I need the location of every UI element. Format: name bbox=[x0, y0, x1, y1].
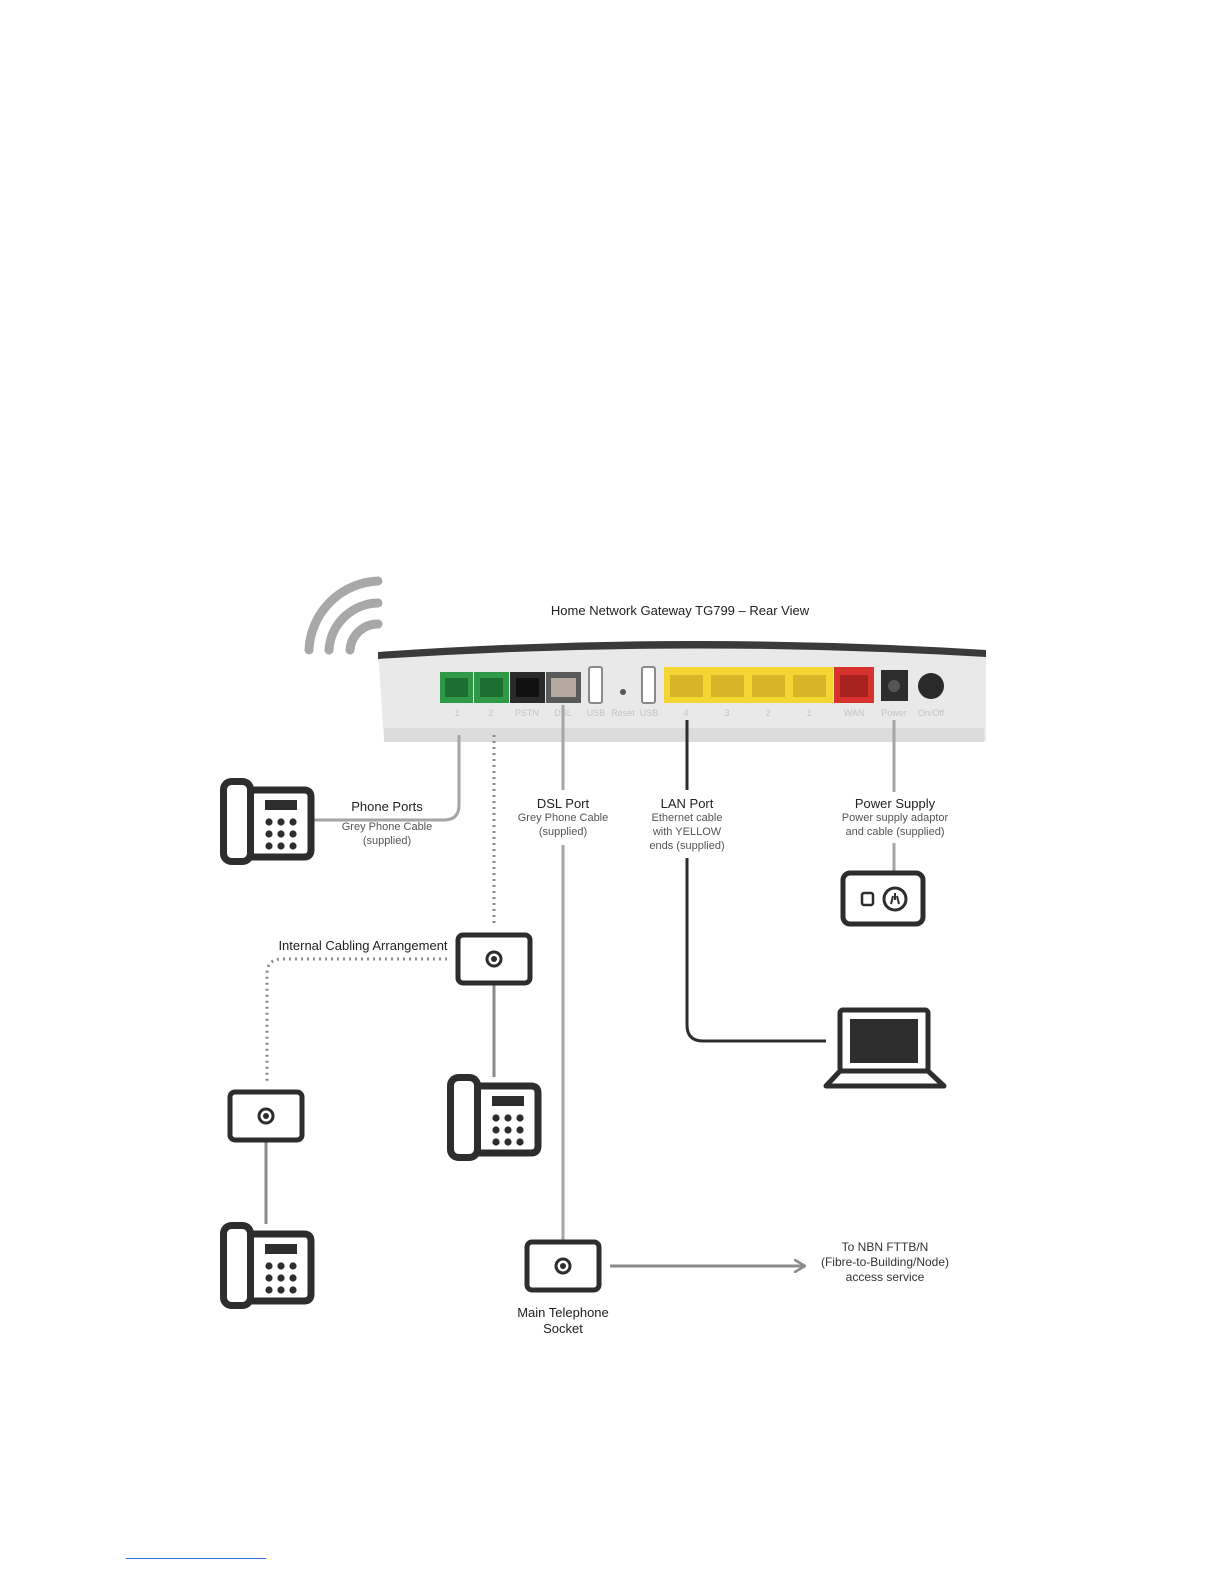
nbn-line: To NBN FTTB/N bbox=[841, 1240, 929, 1254]
phone-ports-sub: (supplied) bbox=[362, 835, 412, 847]
internal-cabling-label: Internal Cabling Arrangement bbox=[278, 938, 448, 953]
port-label: 4 bbox=[683, 708, 688, 718]
nbn-line: (Fibre-to-Building/Node) bbox=[820, 1255, 950, 1269]
router-rear-panel bbox=[378, 640, 986, 742]
lan-cable bbox=[685, 720, 826, 1043]
main-socket-line: Socket bbox=[543, 1321, 583, 1337]
port-label: 2 bbox=[488, 708, 493, 718]
desk-phone-icon bbox=[220, 1222, 315, 1309]
nbn-line: access service bbox=[845, 1270, 925, 1284]
power-supply-title: Power Supply bbox=[854, 796, 936, 811]
lan-port-title: LAN Port bbox=[660, 796, 714, 811]
lan-port-callout: LAN Port Ethernet cable with YELLOW ends… bbox=[627, 796, 747, 854]
internal-cabling-line bbox=[265, 957, 447, 1082]
port-label: USB bbox=[640, 708, 659, 718]
port-label: 3 bbox=[724, 708, 729, 718]
usb-port bbox=[588, 666, 603, 704]
power-switch bbox=[918, 673, 944, 699]
wall-socket-icon bbox=[227, 1089, 305, 1143]
main-socket-line: Main Telephone bbox=[517, 1305, 609, 1320]
power-supply-sub: Power supply adaptor bbox=[841, 812, 949, 825]
port-label: PSTN bbox=[515, 708, 539, 718]
wall-socket-icon bbox=[455, 932, 533, 986]
phone-ports-title: Phone Ports bbox=[351, 799, 423, 814]
dsl-port-callout: DSL Port Grey Phone Cable (supplied) bbox=[498, 796, 628, 840]
nbn-label: To NBN FTTB/N (Fibre-to-Building/Node) a… bbox=[800, 1240, 970, 1285]
power-outlet-icon bbox=[840, 870, 926, 927]
usb-port bbox=[641, 666, 656, 704]
power-supply-sub: and cable (supplied) bbox=[845, 826, 945, 838]
dsl-port-title: DSL Port bbox=[536, 796, 590, 811]
lan-port-sub: with YELLOW bbox=[652, 826, 722, 838]
lan-port-sub: ends (supplied) bbox=[649, 839, 725, 852]
laptop-icon bbox=[823, 1007, 947, 1089]
power-supply-callout: Power Supply Power supply adaptor and ca… bbox=[815, 796, 975, 840]
port-label: WAN bbox=[844, 708, 865, 718]
port-label: USB bbox=[587, 708, 606, 718]
phone-ports-sub: Grey Phone Cable bbox=[341, 821, 433, 834]
main-socket-icon bbox=[524, 1239, 602, 1293]
desk-phone-icon bbox=[447, 1074, 542, 1161]
reset-button bbox=[620, 689, 626, 695]
wifi-icon bbox=[304, 576, 383, 655]
port-label: 1 bbox=[454, 708, 459, 718]
dsl-port-sub: (supplied) bbox=[538, 826, 588, 838]
port-label: On/Off bbox=[918, 708, 945, 718]
footnote-separator bbox=[126, 1558, 266, 1559]
port-label: 1 bbox=[806, 708, 811, 718]
port-label: Power bbox=[881, 708, 907, 718]
phone-ports-callout: Phone Ports Grey Phone Cable (supplied) bbox=[317, 799, 457, 849]
dsl-port-sub: Grey Phone Cable bbox=[517, 812, 609, 825]
router-title: Home Network Gateway TG799 – Rear View bbox=[550, 603, 810, 618]
desk-phone-icon bbox=[220, 778, 315, 865]
port-label: Reset bbox=[611, 708, 635, 718]
main-socket-label: Main Telephone Socket bbox=[488, 1305, 638, 1338]
port-label: 2 bbox=[765, 708, 770, 718]
lan-port-sub: Ethernet cable bbox=[651, 812, 723, 825]
phone-port-cable bbox=[314, 735, 461, 822]
